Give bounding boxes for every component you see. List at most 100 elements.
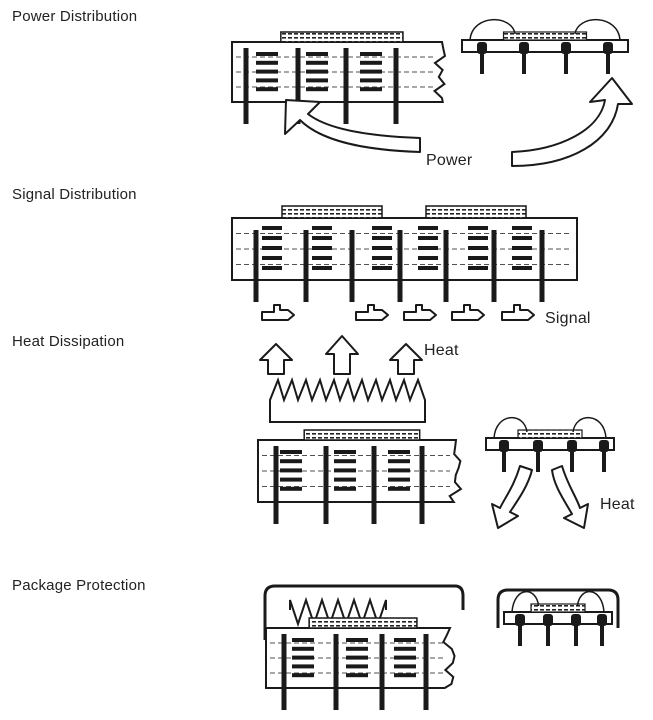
- signal-arrow: [262, 305, 294, 320]
- conductor-trace: [334, 487, 356, 491]
- conductor-trace: [306, 87, 328, 91]
- conductor-trace: [346, 647, 368, 651]
- conductor-trace: [306, 78, 328, 82]
- conductor-trace: [262, 246, 282, 250]
- conductor-trace: [512, 246, 532, 250]
- signal-arrow: [502, 305, 534, 320]
- heat-arrow-up: [260, 344, 292, 374]
- conductor-trace: [262, 266, 282, 270]
- conductor-trace: [312, 236, 332, 240]
- conductor-trace: [346, 664, 368, 668]
- conductor-trace: [346, 638, 368, 642]
- conductor-trace: [372, 266, 392, 270]
- conductor-trace: [346, 673, 368, 677]
- conductor-trace: [256, 87, 278, 91]
- conductor-trace: [360, 70, 382, 74]
- chip-die: [281, 32, 403, 42]
- conductor-trace: [388, 478, 410, 482]
- heat-arrow-up: [326, 336, 358, 374]
- conductor-trace: [312, 246, 332, 250]
- conductor-trace: [334, 468, 356, 472]
- conductor-trace: [394, 638, 416, 642]
- heat-arrow-down: [552, 466, 588, 528]
- heat-dissipation-figure: [258, 336, 614, 528]
- conductor-trace: [512, 226, 532, 230]
- conductor-trace: [388, 468, 410, 472]
- conductor-trace: [418, 266, 438, 270]
- conductor-trace: [512, 236, 532, 240]
- conductor-trace: [292, 638, 314, 642]
- conductor-trace: [334, 459, 356, 463]
- conductor-trace: [292, 664, 314, 668]
- conductor-trace: [312, 256, 332, 260]
- conductor-trace: [292, 673, 314, 677]
- conductor-trace: [394, 664, 416, 668]
- heat-arrow-down: [492, 466, 532, 528]
- power-distribution-figure: [232, 20, 632, 166]
- conductor-trace: [468, 236, 488, 240]
- conductor-trace: [280, 450, 302, 454]
- conductor-trace: [256, 52, 278, 56]
- chip-die: [426, 206, 526, 218]
- conductor-trace: [394, 656, 416, 660]
- conductor-trace: [292, 647, 314, 651]
- conductor-trace: [372, 246, 392, 250]
- conductor-trace: [360, 78, 382, 82]
- conductor-trace: [306, 70, 328, 74]
- conductor-trace: [312, 266, 332, 270]
- conductor-trace: [256, 78, 278, 82]
- conductor-trace: [468, 266, 488, 270]
- conductor-trace: [334, 478, 356, 482]
- power-arrow-right: [512, 78, 632, 166]
- conductor-trace: [394, 647, 416, 651]
- conductor-trace: [394, 673, 416, 677]
- package-protection-figure: [265, 586, 618, 710]
- conductor-trace: [312, 226, 332, 230]
- signal-distribution-figure: [232, 206, 577, 320]
- conductor-trace: [262, 236, 282, 240]
- conductor-trace: [372, 226, 392, 230]
- conductor-trace: [418, 246, 438, 250]
- conductor-trace: [468, 246, 488, 250]
- conductor-trace: [388, 459, 410, 463]
- conductor-trace: [292, 656, 314, 660]
- conductor-trace: [262, 226, 282, 230]
- signal-arrow: [356, 305, 388, 320]
- conductor-trace: [512, 256, 532, 260]
- conductor-trace: [512, 266, 532, 270]
- conductor-trace: [280, 459, 302, 463]
- conductor-trace: [280, 478, 302, 482]
- chip-die: [304, 430, 420, 440]
- conductor-trace: [262, 256, 282, 260]
- conductor-trace: [360, 87, 382, 91]
- conductor-trace: [388, 450, 410, 454]
- signal-arrow: [404, 305, 436, 320]
- conductor-trace: [306, 52, 328, 56]
- conductor-trace: [372, 236, 392, 240]
- chip-die: [309, 618, 417, 628]
- conductor-trace: [388, 487, 410, 491]
- conductor-trace: [346, 656, 368, 660]
- conductor-trace: [468, 226, 488, 230]
- conductor-trace: [306, 61, 328, 65]
- conductor-trace: [280, 468, 302, 472]
- conductor-trace: [280, 487, 302, 491]
- power-arrow-left: [285, 100, 420, 152]
- chip-die: [282, 206, 382, 218]
- conductor-trace: [418, 226, 438, 230]
- conductor-trace: [256, 61, 278, 65]
- conductor-trace: [418, 236, 438, 240]
- signal-arrow: [452, 305, 484, 320]
- module-chip: [504, 32, 587, 40]
- conductor-trace: [372, 256, 392, 260]
- heat-arrow-up: [390, 344, 422, 374]
- heat-sink: [270, 380, 425, 422]
- conductor-trace: [256, 70, 278, 74]
- conductor-trace: [418, 256, 438, 260]
- conductor-trace: [360, 52, 382, 56]
- conductor-trace: [334, 450, 356, 454]
- conductor-trace: [360, 61, 382, 65]
- conductor-trace: [468, 256, 488, 260]
